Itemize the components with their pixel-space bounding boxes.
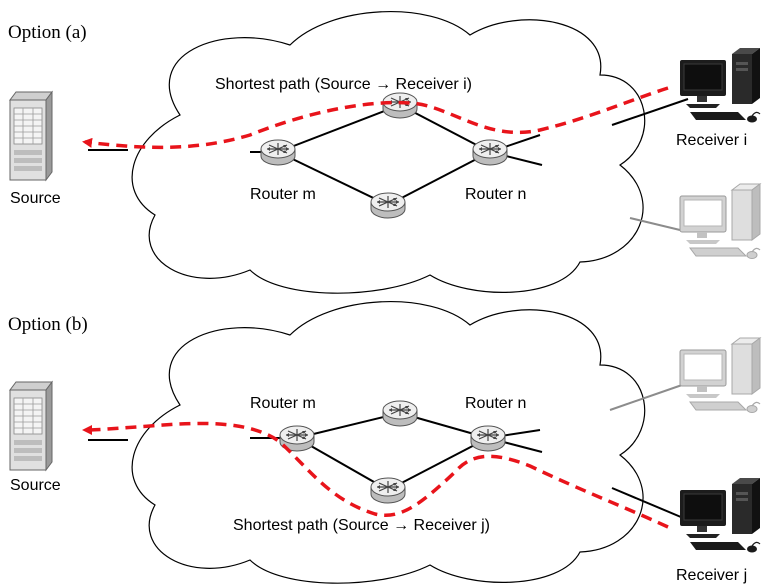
- desktop-computer-grey-icon: [679, 337, 761, 414]
- router-icon: [472, 139, 508, 166]
- receiver-label-a: Receiver i: [676, 132, 747, 149]
- router-m-label-a: Router m: [250, 186, 316, 203]
- source-label-b: Source: [10, 477, 61, 494]
- router-n-label-a: Router n: [465, 186, 526, 203]
- desktop-computer-icon: [679, 47, 761, 124]
- shortest-path-b: [82, 421, 669, 529]
- network-cloud-a: [131, 11, 646, 294]
- path-label-b: Shortest path (Source → Receiver j): [233, 517, 490, 534]
- router-icon: [382, 400, 418, 427]
- router-icon: [370, 477, 406, 504]
- router-icon: [260, 139, 296, 166]
- inactive-link-b: [609, 384, 683, 411]
- desktop-computer-grey-icon: [679, 183, 761, 260]
- network-cloud-b: [131, 301, 646, 584]
- panel-option-b: Option (b) Source Router m Router n Shor…: [8, 301, 761, 584]
- receiver-label-b: Receiver j: [676, 567, 747, 584]
- path-label-a: Shortest path (Source → Receiver i): [215, 76, 472, 93]
- router-n-label-b: Router n: [465, 395, 526, 412]
- router-icon: [382, 92, 418, 119]
- server-icon: [9, 381, 53, 471]
- option-b-label: Option (b): [8, 314, 88, 335]
- desktop-computer-icon: [679, 477, 761, 554]
- shortest-path-a: [82, 86, 669, 150]
- inactive-link-a: [629, 217, 681, 231]
- router-m-label-b: Router m: [250, 395, 316, 412]
- router-icon: [370, 192, 406, 219]
- router-icon: [470, 425, 506, 452]
- panel-option-a: Option (a) Shortest path (Source → Recei…: [8, 11, 761, 294]
- option-a-label: Option (a): [8, 22, 87, 43]
- source-label-a: Source: [10, 190, 61, 207]
- server-icon: [9, 91, 53, 181]
